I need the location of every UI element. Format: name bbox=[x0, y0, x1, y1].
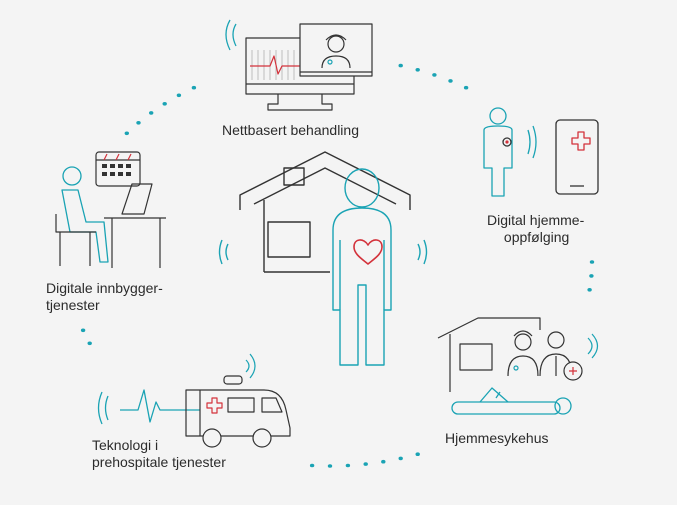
path-dot bbox=[381, 459, 386, 464]
path-dot bbox=[587, 288, 592, 292]
path-dot bbox=[432, 73, 437, 77]
path-dot bbox=[589, 274, 594, 278]
path-dot bbox=[327, 464, 333, 468]
path-dot bbox=[448, 79, 453, 83]
path-dot bbox=[309, 463, 315, 468]
ambulance-pulse-icon bbox=[97, 353, 291, 448]
label-digital-home-followup-line2: oppfølging bbox=[503, 229, 570, 245]
path-dot bbox=[398, 63, 403, 68]
path-dot bbox=[345, 463, 351, 468]
path-dot bbox=[363, 462, 368, 466]
center-house-person-heart-icon bbox=[218, 151, 428, 366]
label-digital-home-followup-line1: Digital hjemme- bbox=[487, 212, 585, 228]
path-dot bbox=[415, 452, 420, 457]
person-at-desk-calendar-icon bbox=[55, 151, 166, 268]
label-online-treatment: Nettbasert behandling bbox=[222, 122, 359, 139]
path-dot bbox=[80, 328, 86, 333]
label-digital-citizen-line1: Digitale innbygger- bbox=[46, 280, 163, 296]
label-home-hospital-text: Hjemmesykehus bbox=[445, 430, 549, 446]
label-prehospital-line2: prehospitale tjenester bbox=[92, 454, 226, 470]
label-digital-home-followup: Digital hjemme- oppfølging bbox=[487, 212, 584, 246]
path-dot bbox=[149, 111, 154, 115]
label-home-hospital: Hjemmesykehus bbox=[445, 430, 548, 447]
computer-video-consultation-icon bbox=[225, 19, 373, 111]
label-digital-citizen-services: Digitale innbygger- tjenester bbox=[46, 280, 163, 314]
path-dot bbox=[398, 456, 403, 461]
path-dot bbox=[589, 260, 595, 264]
path-dot bbox=[87, 341, 92, 346]
path-dot bbox=[136, 121, 141, 125]
path-dot bbox=[463, 85, 469, 90]
label-online-treatment-text: Nettbasert behandling bbox=[222, 122, 359, 138]
label-prehospital-technology: Teknologi i prehospitale tjenester bbox=[92, 437, 226, 471]
path-dot bbox=[162, 102, 167, 106]
path-dot bbox=[124, 131, 129, 136]
dotted-circle-path-icon bbox=[80, 63, 595, 468]
label-prehospital-line1: Teknologi i bbox=[92, 437, 159, 453]
path-dot bbox=[191, 85, 197, 90]
house-nurse-doctor-patient-icon bbox=[437, 317, 599, 415]
path-dot bbox=[415, 68, 420, 72]
path-dot bbox=[176, 93, 182, 98]
patient-with-sensor-and-phone-icon bbox=[483, 107, 599, 197]
label-digital-citizen-line2: tjenester bbox=[46, 297, 100, 313]
